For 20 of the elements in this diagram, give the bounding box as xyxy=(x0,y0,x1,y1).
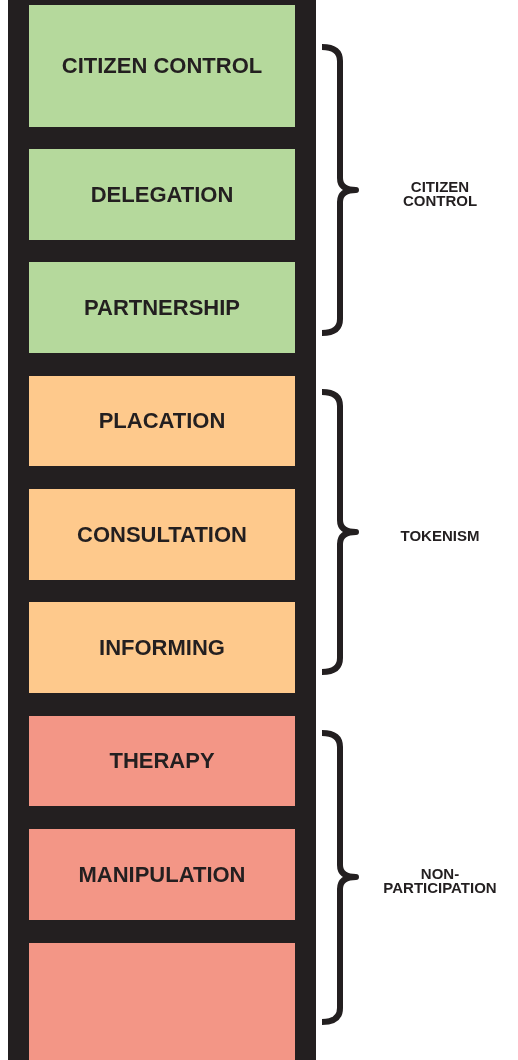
rung-label: MANIPULATION xyxy=(78,861,246,888)
ladder-rung xyxy=(29,149,295,240)
ladder-rung xyxy=(29,489,295,580)
ladder-rung xyxy=(29,829,295,920)
rung-label: THERAPY xyxy=(109,748,215,774)
ladder-rung xyxy=(29,262,295,353)
ladder-rung xyxy=(29,602,295,693)
rung-label: DELEGATION xyxy=(90,181,234,208)
ladder-rung xyxy=(29,376,295,466)
rung-label: INFORMING xyxy=(99,634,225,661)
group-label: TOKENISM xyxy=(399,528,481,544)
group-label: CITIZEN CONTROL xyxy=(401,179,479,209)
ladder-rung xyxy=(29,5,295,127)
ladder-rung xyxy=(29,943,295,1060)
rung-label: CONSULTATION xyxy=(77,521,247,548)
rung-label: CITIZEN CONTROL xyxy=(61,53,263,79)
rung-label: PLACATION xyxy=(98,408,226,434)
group-label: NON-PARTICIPATION xyxy=(382,866,498,896)
rung-label: PARTNERSHIP xyxy=(83,294,241,321)
ladder-rung xyxy=(29,716,295,806)
